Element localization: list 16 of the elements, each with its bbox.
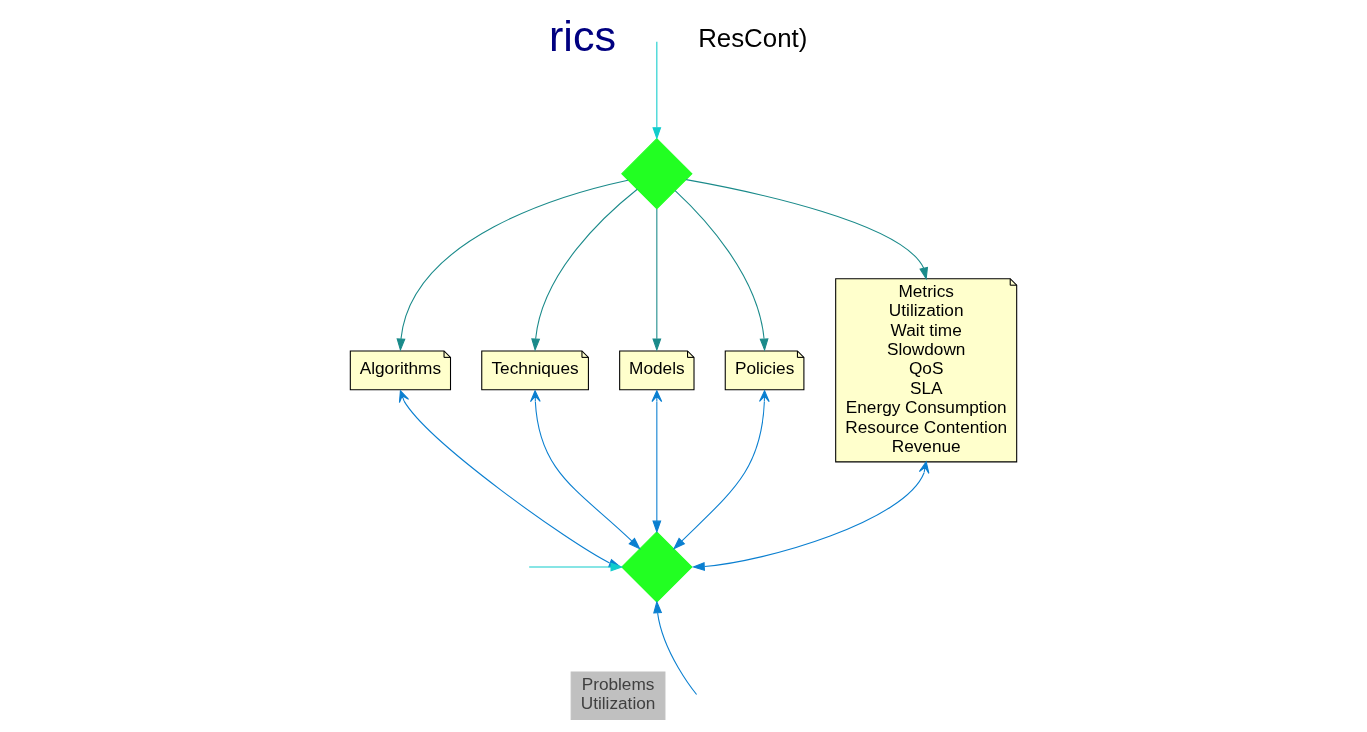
label: rics bbox=[548, 12, 616, 61]
arrow bbox=[674, 190, 769, 352]
node-diamond bbox=[621, 137, 693, 210]
arrow bbox=[685, 179, 929, 281]
arrow bbox=[653, 600, 698, 695]
node-diamond bbox=[621, 531, 693, 603]
arrow bbox=[529, 390, 641, 550]
label: ResCont) bbox=[698, 24, 808, 53]
arrow bbox=[652, 208, 662, 352]
arrow bbox=[672, 390, 770, 550]
arrow bbox=[651, 390, 663, 534]
arrow bbox=[691, 461, 930, 571]
arrow bbox=[652, 41, 662, 141]
node-box: Problems Utilization bbox=[570, 671, 666, 720]
arrow bbox=[531, 188, 638, 352]
arrow bbox=[396, 179, 629, 352]
